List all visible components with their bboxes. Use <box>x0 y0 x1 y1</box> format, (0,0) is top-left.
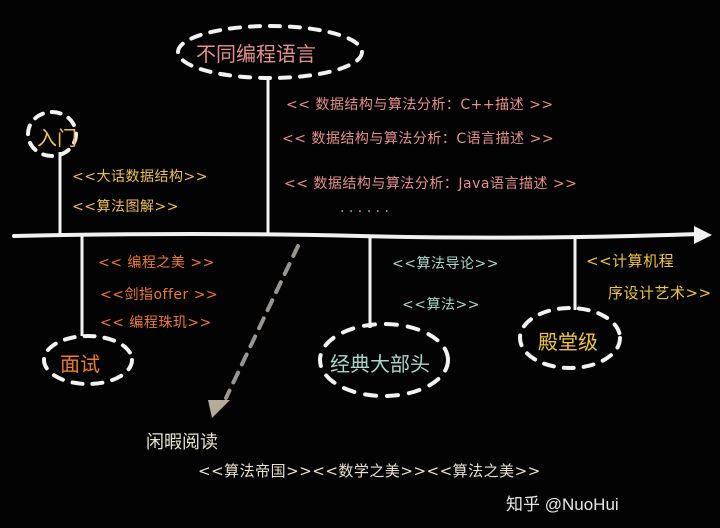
book-offer: <<剑指offer >> <box>100 287 219 303</box>
timeline-arrowhead-icon <box>694 226 712 244</box>
bubble-languages <box>176 24 364 80</box>
book-clrs: <<算法导论>> <box>392 256 499 272</box>
book-c: << 数据结构与算法分析：C语言描述 >> <box>282 131 555 147</box>
ellipsis: · · · · · · <box>340 204 389 220</box>
book-cpp: << 数据结构与算法分析：C++描述 >> <box>286 97 554 113</box>
bubble-interview <box>42 334 134 386</box>
stage-label-classics: 经典大部头 <box>330 352 430 376</box>
watermark: 知乎 @NuoHui <box>506 495 619 514</box>
book-java: << 数据结构与算法分析：Java语言描述 >> <box>284 176 578 192</box>
stage-label-languages: 不同编程语言 <box>196 42 316 66</box>
book-grokking: <<算法图解>> <box>72 199 179 215</box>
book-algorithms: <<算法>> <box>402 297 480 313</box>
book-dahua: <<大话数据结构>> <box>72 169 208 185</box>
bubble-intro <box>26 110 78 158</box>
stage-label-intro: 入门 <box>37 126 77 150</box>
stage-label-interview: 面试 <box>60 352 100 376</box>
stage-label-leisure: 闲暇阅读 <box>146 432 218 453</box>
timeline-axis <box>12 232 702 240</box>
book-taocp-line1: <<计算机程 <box>586 252 675 270</box>
book-pearls: << 编程珠玑>> <box>100 315 212 331</box>
book-beauty-of-programming: << 编程之美 >> <box>98 255 215 271</box>
book-taocp-line2: 序设计艺术>> <box>608 284 712 302</box>
bubble-hall-of-fame <box>518 306 622 370</box>
leisure-books: <<算法帝国>><<数学之美>><<算法之美>> <box>198 462 541 480</box>
leisure-arrowhead-icon <box>208 400 230 418</box>
bubble-classics <box>318 322 450 398</box>
leisure-dashed-arrow <box>224 244 300 400</box>
stage-label-hall-of-fame: 殿堂级 <box>538 330 598 354</box>
